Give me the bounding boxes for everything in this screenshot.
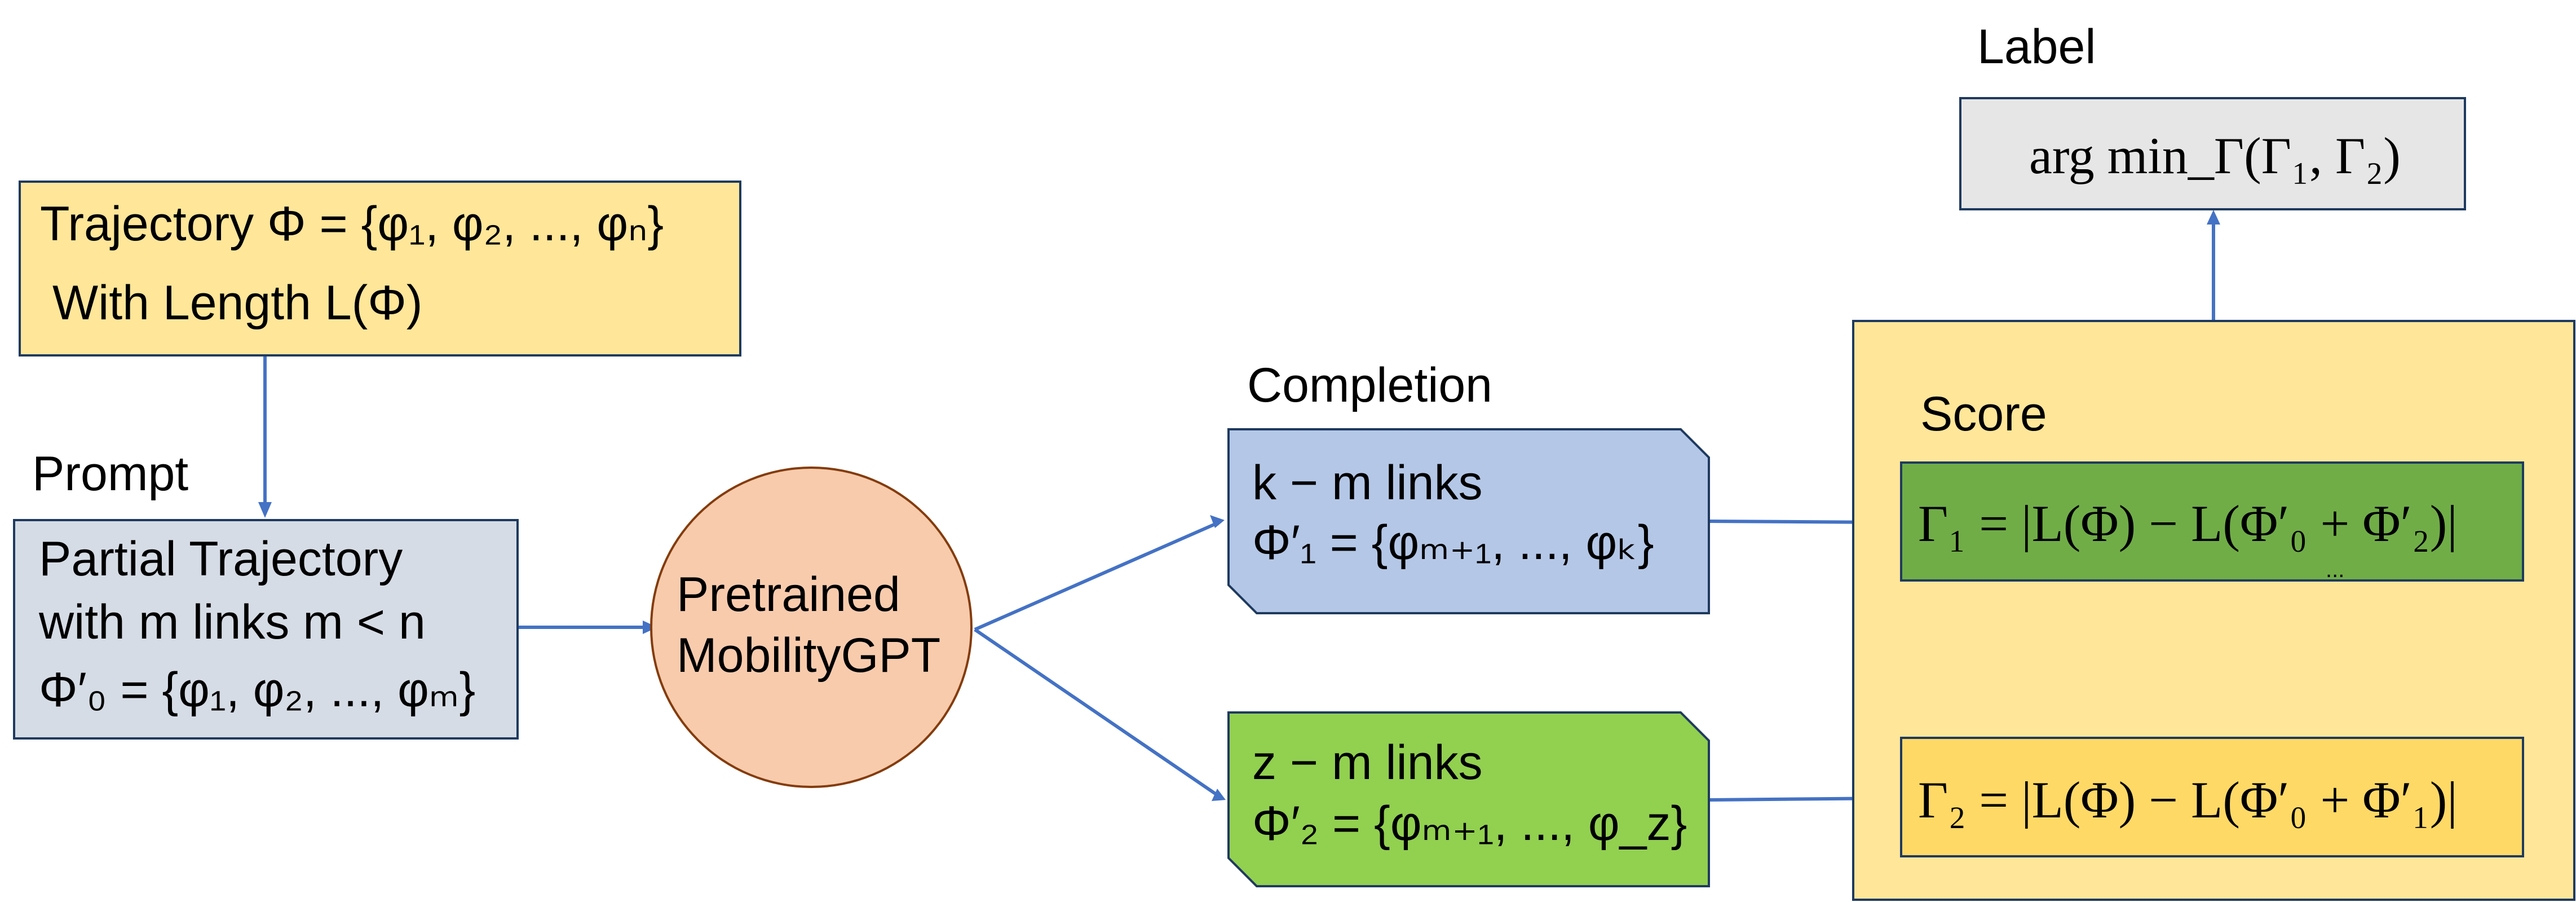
- completion1-line2: Φ′₁ = {φₘ₊₁, ..., φₖ}: [1252, 516, 1654, 570]
- gamma2-formula: Γ₂ = |L(Φ) − L(Φ′₀ + Φ′₁)|: [1918, 771, 2458, 829]
- gamma2-box: Γ₂ = |L(Φ) − L(Φ′₀ + Φ′₁)|: [1900, 737, 2524, 857]
- model-line1: Pretrained: [677, 567, 900, 622]
- result-label: Label: [1977, 20, 2096, 74]
- prompt-line1: Partial Trajectory: [39, 532, 403, 586]
- gamma1-box: Γ₁ = |L(Φ) − L(Φ′₀ + Φ′₂)|: [1900, 461, 2524, 582]
- arrowhead-label: [2207, 210, 2220, 225]
- model-circle: Pretrained MobilityGPT: [650, 467, 973, 788]
- prompt-line2: with m links m < n: [39, 595, 426, 649]
- arrowhead-completion1: [1210, 515, 1225, 528]
- score-ellipsis: ...: [2326, 557, 2345, 582]
- completion2-line2: Φ′₂ = {φₘ₊₁, ..., φ_z}: [1252, 797, 1687, 851]
- arrowhead-prompt: [258, 502, 272, 518]
- completion1-shape: [1227, 428, 1710, 614]
- trajectory-line2: With Length L(Φ): [52, 276, 423, 330]
- result-formula: arg min_Γ(Γ₁, Γ₂): [2029, 127, 2401, 184]
- score-label: Score: [1920, 387, 2047, 441]
- completion-label: Completion: [1247, 358, 1492, 412]
- gamma1-formula: Γ₁ = |L(Φ) − L(Φ′₀ + Φ′₂)|: [1918, 495, 2458, 552]
- arrowhead-completion2: [1212, 789, 1226, 801]
- trajectory-box: Trajectory Φ = {φ₁, φ₂, ..., φₙ} With Le…: [19, 181, 741, 357]
- completion2-shape: [1227, 711, 1710, 887]
- prompt-box: Partial Trajectory with m links m < n Φ′…: [13, 519, 519, 740]
- prompt-label: Prompt: [32, 447, 189, 501]
- trajectory-line1: Trajectory Φ = {φ₁, φ₂, ..., φₙ}: [40, 197, 664, 251]
- prompt-line3: Φ′₀ = {φ₁, φ₂, ..., φₘ}: [39, 663, 476, 717]
- completion1-line1: k − m links: [1252, 456, 1483, 510]
- arrow-model-to-completion1: [974, 521, 1219, 631]
- completion1-text: k − m links Φ′₁ = {φₘ₊₁, ..., φₖ}: [1227, 428, 1710, 614]
- arrow-model-to-completion2: [974, 628, 1219, 797]
- model-line2: MobilityGPT: [677, 628, 941, 683]
- completion2-text: z − m links Φ′₂ = {φₘ₊₁, ..., φ_z}: [1227, 711, 1710, 887]
- completion2-line1: z − m links: [1252, 736, 1483, 790]
- result-box: arg min_Γ(Γ₁, Γ₂): [1959, 97, 2466, 210]
